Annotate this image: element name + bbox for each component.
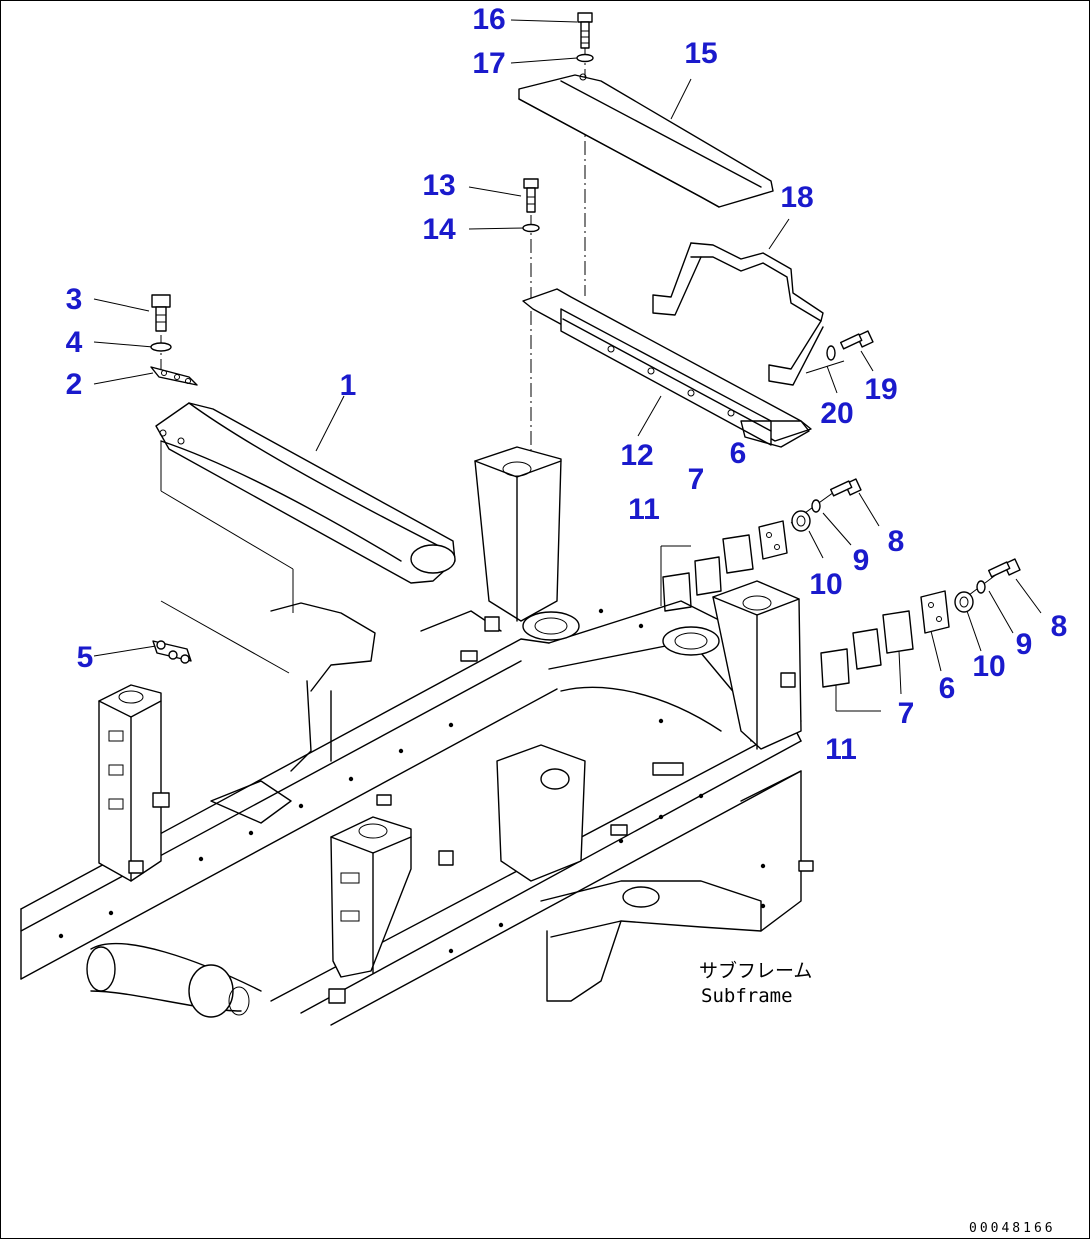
caption-japanese: サブフレーム [699, 959, 812, 982]
callout-7-shim: 7 [688, 463, 705, 496]
bolt-19 [839, 330, 874, 350]
shim-11-upper [662, 572, 692, 612]
plate-2 [150, 366, 198, 386]
callout-11-shim: 11 [628, 493, 660, 526]
shim-7-lower [852, 610, 914, 670]
washer-4 [150, 342, 172, 352]
block-6-lower [920, 590, 950, 634]
cross-member-1 [155, 402, 456, 584]
leader-lines [93, 19, 1042, 712]
block-6-upper [758, 520, 788, 560]
support-12 [522, 288, 812, 448]
nut-10-upper [791, 510, 811, 532]
callout-13-bolt: 13 [422, 169, 455, 202]
bolt-3 [151, 294, 171, 332]
washer-20 [826, 345, 836, 361]
callout-6-block: 6 [730, 437, 747, 470]
callout-4-washer: 4 [66, 326, 83, 359]
document-number: 00048166 [969, 1221, 1056, 1236]
nut-10-lower [954, 591, 974, 613]
callout-19-bolt: 19 [864, 373, 897, 406]
washer-14 [522, 223, 540, 233]
callout-7-shim: 7 [898, 697, 915, 730]
callout-5-clip: 5 [77, 641, 94, 674]
clip-5 [152, 640, 192, 664]
washer-9-lower [976, 580, 986, 594]
washer-9-upper [811, 499, 821, 513]
callout-15-cover: 15 [684, 37, 717, 70]
callout-11-shim: 11 [825, 733, 857, 766]
callout-20-washer: 20 [820, 397, 853, 430]
cover-15 [518, 73, 774, 208]
callout-1-cross-member: 1 [340, 369, 357, 402]
washer-17 [576, 53, 594, 63]
caption-english: Subframe [701, 985, 793, 1007]
callout-9-washer: 9 [853, 544, 870, 577]
callout-10-nut: 10 [972, 650, 1005, 683]
callout-9-washer: 9 [1016, 628, 1033, 661]
callout-6-block: 6 [939, 672, 956, 705]
bolt-13 [523, 178, 539, 213]
callout-8-bolt: 8 [1051, 610, 1068, 643]
callout-18-bracket: 18 [780, 181, 813, 214]
shim-11-lower [820, 648, 850, 688]
shim-7-upper [694, 534, 754, 596]
bolt-8-upper [829, 478, 862, 497]
bolt-16 [577, 12, 593, 49]
callout-8-bolt: 8 [888, 525, 905, 558]
bracket-18 [652, 242, 824, 386]
main-frame [20, 446, 814, 1026]
callout-14-washer: 14 [422, 213, 456, 246]
callout-3-bolt: 3 [66, 283, 83, 316]
callout-16-bolt: 16 [472, 3, 505, 36]
callout-17-washer: 17 [472, 47, 505, 80]
bolt-8-lower [987, 558, 1021, 578]
callout-10-nut: 10 [809, 568, 842, 601]
callout-12-support: 12 [620, 439, 653, 472]
callout-2-plate: 2 [66, 368, 83, 401]
